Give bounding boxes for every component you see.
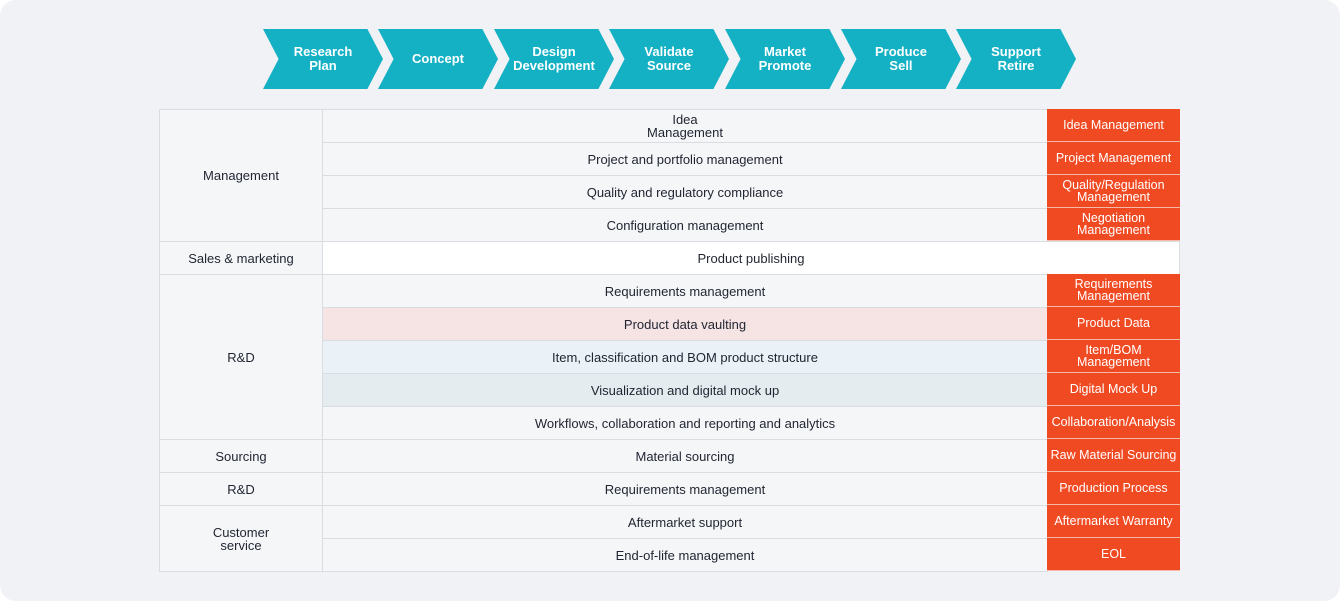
capability-cell: Product publishing bbox=[322, 241, 1180, 275]
stage-chevron: Concept bbox=[378, 29, 498, 89]
module-tag: Product Data bbox=[1047, 307, 1180, 340]
capability-cell: Aftermarket support bbox=[322, 505, 1048, 539]
module-tag: Collaboration/Analysis bbox=[1047, 406, 1180, 439]
capability-cell: Requirements management bbox=[322, 472, 1048, 506]
module-tag: Item/BOM Management bbox=[1047, 340, 1180, 373]
module-tag: Idea Management bbox=[1047, 109, 1180, 142]
stage-chevron: Validate Source bbox=[609, 29, 729, 89]
category-label: Sales & marketing bbox=[159, 241, 323, 275]
stage-chevron: Support Retire bbox=[956, 29, 1076, 89]
category-label: Customer service bbox=[159, 505, 323, 572]
capability-cell: Product data vaulting bbox=[322, 307, 1048, 341]
module-tag: EOL bbox=[1047, 538, 1180, 571]
module-tag: Quality/Regulation Management bbox=[1047, 175, 1180, 208]
capability-cell: Requirements management bbox=[322, 274, 1048, 308]
capability-cell: Material sourcing bbox=[322, 439, 1048, 473]
category-label: Sourcing bbox=[159, 439, 323, 473]
capability-cell: Configuration management bbox=[322, 208, 1048, 242]
stage-chevron: Produce Sell bbox=[841, 29, 961, 89]
category-label: Management bbox=[159, 109, 323, 242]
module-tag: Negotiation Management bbox=[1047, 208, 1180, 241]
module-tag: Requirements Management bbox=[1047, 274, 1180, 307]
module-tag: Production Process bbox=[1047, 472, 1180, 505]
module-tag: Aftermarket Warranty bbox=[1047, 505, 1180, 538]
stage-chevron: Market Promote bbox=[725, 29, 845, 89]
module-tag: Digital Mock Up bbox=[1047, 373, 1180, 406]
module-tag: Project Management bbox=[1047, 142, 1180, 175]
stage-chevron: Design Development bbox=[494, 29, 614, 89]
capability-cell: Idea Management bbox=[322, 109, 1048, 143]
stage-chevron: Research Plan bbox=[263, 29, 383, 89]
category-label: R&D bbox=[159, 472, 323, 506]
capability-cell: End-of-life management bbox=[322, 538, 1048, 572]
capability-cell: Item, classification and BOM product str… bbox=[322, 340, 1048, 374]
module-tag: Raw Material Sourcing bbox=[1047, 439, 1180, 472]
capability-cell: Quality and regulatory compliance bbox=[322, 175, 1048, 209]
capability-cell: Workflows, collaboration and reporting a… bbox=[322, 406, 1048, 440]
capability-cell: Project and portfolio management bbox=[322, 142, 1048, 176]
capability-cell: Visualization and digital mock up bbox=[322, 373, 1048, 407]
category-label: R&D bbox=[159, 274, 323, 440]
